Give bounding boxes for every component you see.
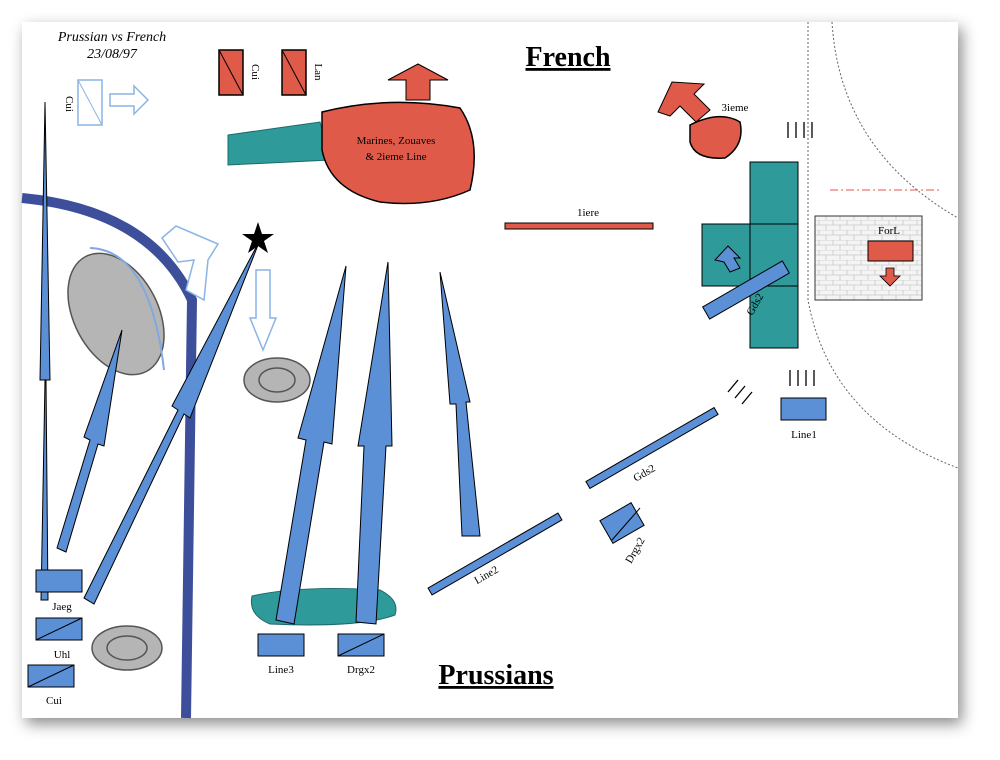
hill <box>243 357 311 403</box>
prussian-guard-block <box>749 285 799 349</box>
prussian-line1-label: Line1 <box>791 429 817 441</box>
hill-contour <box>258 367 296 393</box>
french-forl-unit <box>867 240 914 262</box>
prussian-gds2-mid-unit <box>585 406 719 490</box>
prussian-planned-arrow <box>248 269 278 352</box>
french-infantry-mass <box>321 101 475 205</box>
french-forl-label: ForL <box>878 225 900 237</box>
prussian-uhl-label: Uhl <box>54 649 71 661</box>
skirmisher-marks <box>727 122 815 405</box>
prussian-planned-arrow <box>161 225 220 302</box>
prussian-attack-arrows <box>39 101 481 625</box>
french-lan-label: Lan <box>312 63 324 81</box>
prussians-header: Prussians <box>438 660 553 691</box>
prussian-jaeg-unit <box>35 569 83 593</box>
prussian-drgx2-mid-unit <box>599 502 645 544</box>
prussian-gds2-mid-label: Gds2 <box>631 462 657 484</box>
french-marines-label: Marines, Zouaves <box>357 135 436 147</box>
prussian-cui-bottom-label: Cui <box>46 695 62 707</box>
map-title: Prussian vs French <box>57 30 166 45</box>
french-forl-arrow <box>879 267 901 287</box>
prussian-line3-unit <box>257 633 305 657</box>
french-unit-3ieme <box>689 116 742 159</box>
prussian-guard-block <box>749 161 799 225</box>
prussian-planned-arrow <box>109 84 150 116</box>
prussian-drgx2-mid-label: Drgx2 <box>623 535 647 565</box>
hill <box>91 625 163 671</box>
hill-contour <box>106 635 148 661</box>
french-cui-label: Cui <box>249 64 261 80</box>
prussian-line2-unit <box>427 512 563 596</box>
french-3ieme-label: 3ieme <box>722 102 749 114</box>
prussian-gds2-right-unit <box>701 260 791 320</box>
french-advance-arrow <box>387 63 449 101</box>
prussian-jaeg-label: Jaeg <box>52 601 72 613</box>
objective-star-icon <box>242 222 274 253</box>
map-sheet <box>22 22 958 718</box>
map-date: 23/08/97 <box>87 47 138 62</box>
woods <box>227 121 331 166</box>
prussian-cui-top-label: Cui <box>63 96 75 112</box>
french-1iere-label: 1iere <box>577 207 599 219</box>
town-boundary-line <box>831 21 959 219</box>
french-header: French <box>525 42 610 73</box>
french-1iere-line <box>504 222 654 230</box>
prussian-drgx2-left-label: Drgx2 <box>347 664 375 676</box>
prussian-guard-arrow <box>714 245 742 273</box>
french-marines-label-2: & 2ieme Line <box>365 151 426 163</box>
french-advance-arrow <box>657 81 711 123</box>
prussian-line3-label: Line3 <box>268 664 294 676</box>
hill-contour <box>89 247 165 371</box>
prussian-line1-unit <box>780 397 827 421</box>
town-boundary-line <box>807 22 959 469</box>
